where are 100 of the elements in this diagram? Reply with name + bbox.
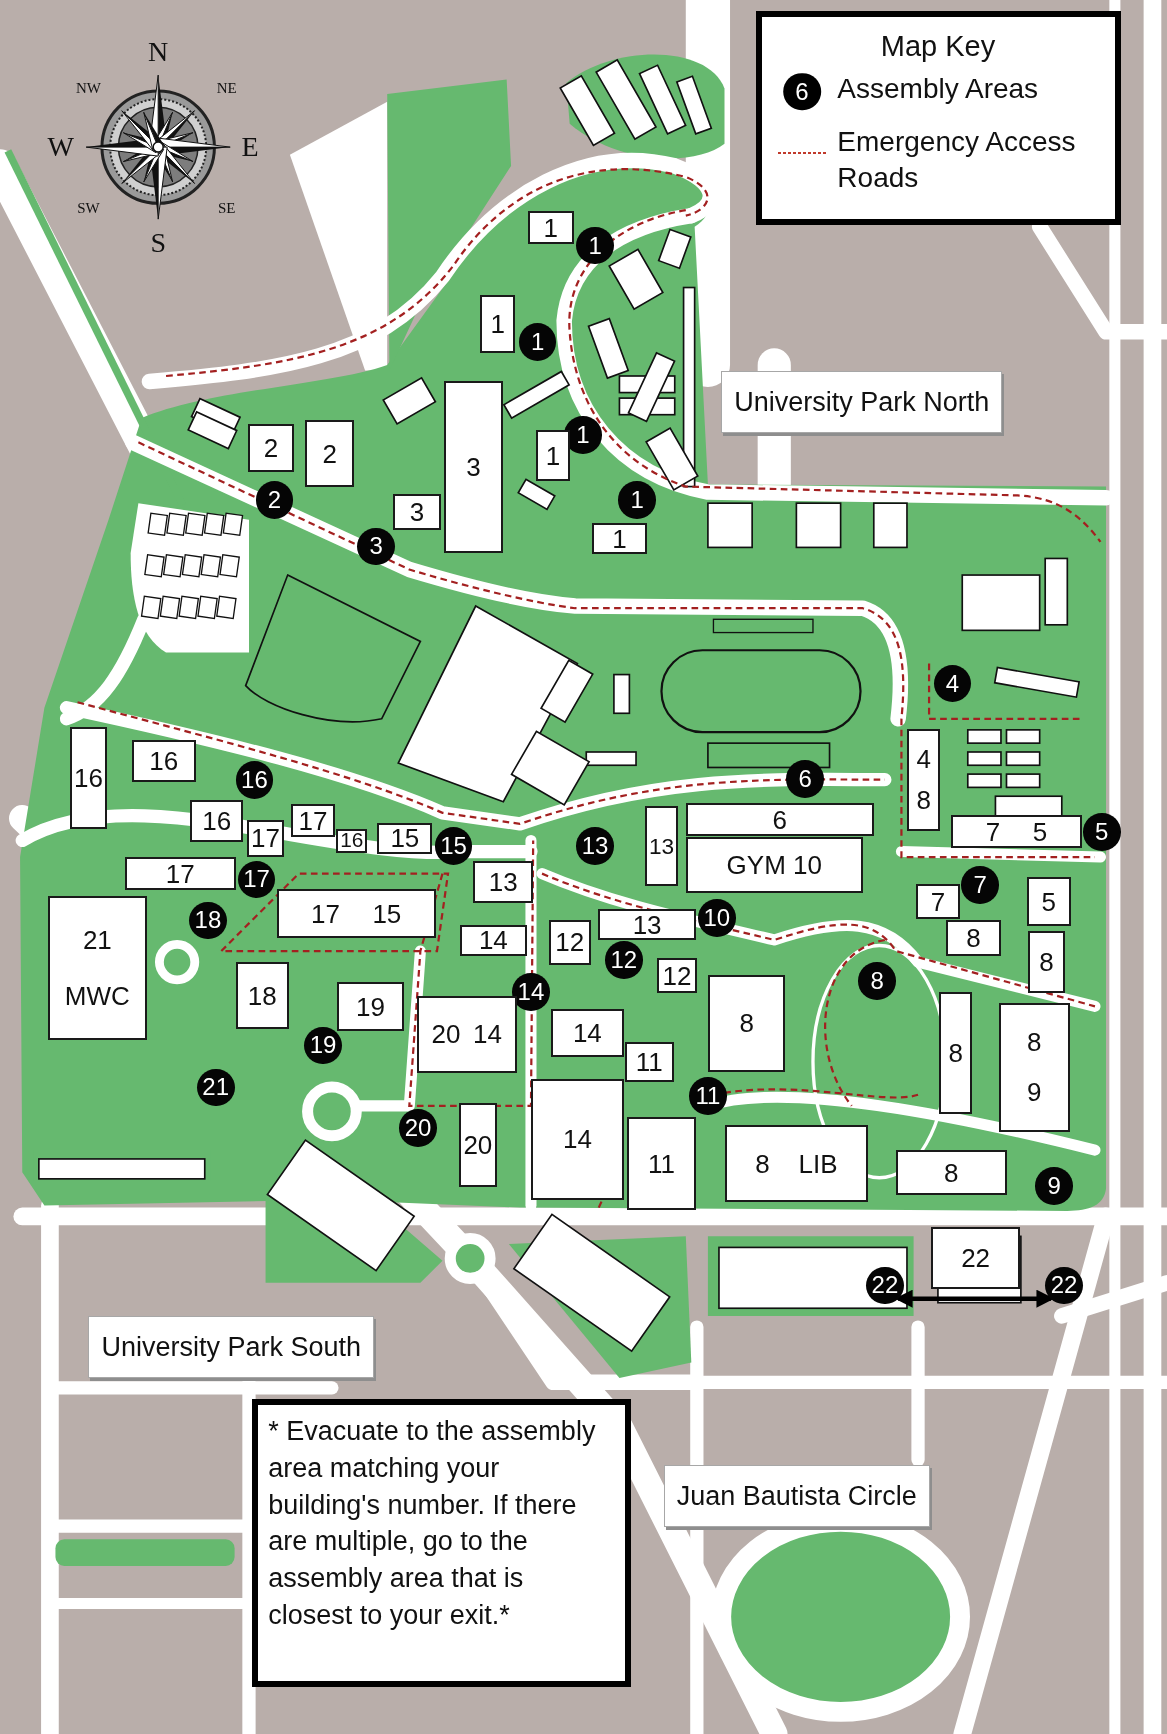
building: [644, 806, 679, 887]
building-number: 5: [1041, 888, 1056, 915]
building-number: 15: [390, 825, 420, 852]
building-number: 8: [1027, 1029, 1042, 1056]
building-number: 16: [202, 807, 232, 834]
building-number: 8: [944, 1159, 959, 1186]
building: [246, 819, 285, 858]
compass-direction-label: SE: [218, 200, 236, 216]
building-number: 17: [251, 825, 280, 852]
building-number: 17: [165, 860, 195, 887]
building: [69, 726, 108, 829]
building: [998, 1003, 1070, 1132]
building-number: 7: [930, 888, 946, 915]
building: [290, 804, 336, 838]
building: [47, 896, 148, 1040]
compass-direction-label: NE: [216, 81, 237, 96]
building-number: 14: [478, 927, 508, 954]
building: [951, 815, 1082, 849]
building: [548, 920, 591, 965]
legend-label: Emergency Access Roads: [837, 124, 1077, 196]
building-number: 2: [322, 440, 337, 467]
building-number: 8: [948, 1040, 963, 1067]
building: [945, 920, 1002, 956]
building: [931, 1226, 1020, 1289]
building: [480, 295, 516, 353]
building: [417, 995, 517, 1073]
building: [1026, 877, 1071, 926]
building: [392, 494, 442, 530]
building-number: 3: [466, 453, 481, 480]
building: [896, 1150, 1007, 1195]
building: [247, 423, 295, 473]
compass-direction-label: W: [47, 133, 75, 162]
building-number: GYM 10: [726, 852, 822, 878]
building: [190, 799, 244, 842]
evacuation-note: * Evacuate to the assembly area matching your building's number. If there are multiple, go to the assembly area that is closest to your exit.*: [252, 1399, 631, 1687]
building-number: 21: [82, 927, 112, 954]
building-number: LIB: [798, 1150, 838, 1177]
building: [305, 420, 354, 487]
place-name-label: University Park North: [721, 370, 1003, 433]
building-number: 12: [662, 962, 692, 989]
building-number: 16: [149, 748, 179, 775]
building-number: 8: [966, 925, 981, 951]
building: [125, 857, 236, 891]
building: [598, 909, 696, 941]
building: [724, 1124, 869, 1203]
building-number: 17: [311, 900, 340, 927]
building: [591, 523, 648, 555]
building: [627, 1117, 696, 1211]
building-number: 4: [916, 746, 931, 773]
compass-direction-label: SW: [77, 200, 100, 216]
compass-direction-label: S: [150, 229, 166, 258]
building: [460, 924, 527, 956]
place-name-label: University Park South: [88, 1316, 375, 1379]
building-number: 5: [1032, 818, 1048, 845]
building-number: 11: [635, 1048, 663, 1075]
building-number: 1: [490, 311, 505, 338]
building: [459, 1102, 497, 1187]
building: [337, 982, 404, 1031]
building: [685, 803, 874, 837]
building: [536, 430, 570, 482]
building-number: 8: [916, 787, 931, 814]
building-number: 8: [739, 1010, 754, 1037]
building-number: 12: [555, 929, 585, 956]
building-number: 20: [463, 1131, 493, 1158]
building-number: 15: [372, 900, 402, 927]
building-number: 16: [340, 830, 364, 852]
building-number: 14: [562, 1126, 592, 1153]
building-number: 18: [247, 982, 277, 1009]
building-number: 8: [755, 1150, 770, 1177]
building: [527, 211, 575, 245]
building-number: 16: [74, 764, 103, 791]
building: [276, 889, 436, 938]
building: [1027, 931, 1066, 994]
building: [907, 728, 941, 831]
building: [550, 1008, 624, 1058]
building-number: 19: [356, 993, 385, 1020]
building: [235, 962, 289, 1029]
building-number: 13: [488, 868, 518, 895]
building-number: 22: [961, 1244, 991, 1271]
building-number: 13: [632, 911, 662, 938]
building-number: MWC: [64, 982, 130, 1009]
building: [707, 974, 786, 1072]
building-number: 2: [263, 435, 279, 461]
building-number: 7: [985, 818, 1001, 845]
building: [131, 740, 196, 783]
building: [915, 883, 961, 920]
building-number: 1: [545, 442, 561, 469]
building-number: 13: [648, 834, 675, 858]
building-number: 3: [409, 499, 425, 526]
building-number: 11: [647, 1150, 675, 1177]
building: [685, 837, 863, 893]
building: [939, 992, 973, 1114]
compass-direction-label: E: [241, 133, 259, 162]
building: [473, 860, 534, 903]
compass-direction-label: N: [148, 38, 169, 66]
building: [530, 1078, 624, 1201]
legend-title: Map Key: [880, 31, 996, 61]
building-number: 1: [612, 525, 627, 552]
building: [624, 1042, 674, 1082]
building-number: 14: [572, 1020, 602, 1047]
